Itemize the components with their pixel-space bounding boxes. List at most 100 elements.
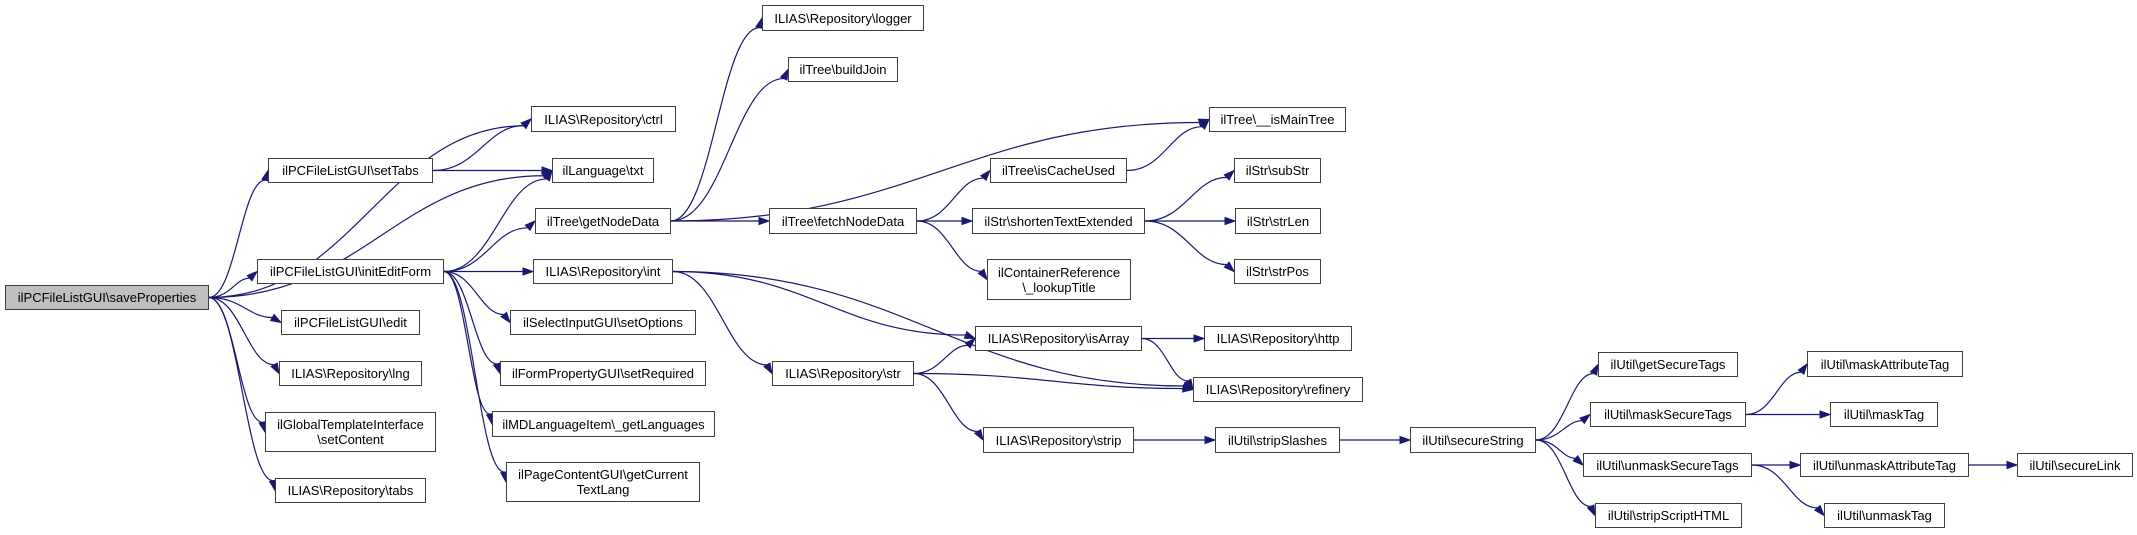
arrowhead-icon [1198, 118, 1211, 130]
edge-initEditForm-to-getNodeData [443, 227, 528, 273]
node-ctrl[interactable]: ILIAS\Repository\ctrl [531, 106, 676, 132]
edge-saveProperties-to-setTabs [208, 179, 266, 299]
node-str[interactable]: ILIAS\Repository\str [772, 361, 914, 386]
arrowhead-icon [973, 428, 984, 442]
node-set-tabs[interactable]: ilPCFileListGUI\setTabs [268, 158, 433, 183]
arrowhead-icon [1223, 169, 1236, 181]
arrowhead-icon [270, 362, 280, 375]
edge-unmaskSecureTags-to-unmaskTag [1751, 464, 1818, 509]
node-mask-tag[interactable]: ilUtil\maskTag [1830, 402, 1938, 427]
arrowhead-icon [977, 268, 988, 281]
edge-isArray-to-refinery [1141, 337, 1188, 382]
arrowhead-icon [758, 216, 771, 226]
node-http[interactable]: ILIAS\Repository\http [1204, 326, 1352, 351]
arrowhead-icon [520, 118, 533, 130]
node-is-array[interactable]: ILIAS\Repository\isArray [975, 326, 1142, 351]
node-shorten-text-extended[interactable]: ilStr\shortenTextExtended [972, 208, 1145, 234]
edge-isCacheUsed-to-isMainTree [1126, 126, 1203, 172]
node-strip-slashes[interactable]: ilUtil\stripSlashes [1215, 427, 1340, 453]
edge-maskSecureTags-to-maskAttributeTag [1745, 371, 1802, 416]
edge-int-to-refinery [672, 270, 1184, 387]
arrowhead-icon [763, 362, 773, 375]
node-unmask-attribute-tag[interactable]: ilUtil\unmaskAttributeTag [1800, 453, 1969, 477]
arrowhead-icon [963, 330, 977, 340]
arrowhead-icon [1789, 460, 1802, 470]
node-get-current-text-lang[interactable]: ilPageContentGUI\getCurrent TextLang [506, 462, 700, 502]
node-set-content[interactable]: ilGlobalTemplateInterface \setContent [265, 412, 436, 452]
edge-saveProperties-to-edit [208, 296, 273, 319]
arrowhead-icon [1399, 435, 1412, 445]
arrowhead-icon [1183, 378, 1194, 391]
edge-initEditForm-to-setOptions [443, 270, 504, 316]
arrowhead-icon [522, 267, 535, 276]
edge-shortenTextExtended-to-strPos [1144, 220, 1227, 266]
arrowhead-icon [1813, 504, 1825, 517]
node-secure-string[interactable]: ilUtil\secureString [1410, 427, 1536, 453]
edge-getNodeData-to-logger [670, 27, 760, 222]
node-sub-str[interactable]: ilStr\subStr [1234, 158, 1321, 183]
node-set-options[interactable]: ilSelectInputGUI\setOptions [510, 310, 696, 335]
node-mask-secure-tags[interactable]: ilUtil\maskSecureTags [1590, 402, 1746, 427]
edge-fetchNodeData-to-lookupTitle [916, 220, 982, 272]
arrowhead-icon [269, 313, 283, 324]
arrowhead-icon [779, 68, 789, 81]
node-refinery[interactable]: ILIAS\Repository\refinery [1193, 377, 1363, 402]
edge-saveProperties-to-lng [208, 296, 275, 366]
edge-getNodeData-to-isMainTree [670, 121, 1200, 222]
edge-initEditForm-to-txt [443, 178, 547, 273]
node-unmask-tag[interactable]: ilUtil\unmaskTag [1824, 503, 1945, 528]
edge-getNodeData-to-buildJoin [670, 77, 784, 222]
arrowhead-icon [246, 270, 259, 282]
node-unmask-secure-tags[interactable]: ilUtil\unmaskSecureTags [1583, 453, 1752, 477]
node-tabs[interactable]: ILIAS\Repository\tabs [275, 478, 426, 503]
node-mask-attribute-tag[interactable]: ilUtil\maskAttributeTag [1807, 351, 1963, 377]
arrowhead-icon [1193, 334, 1206, 343]
arrowhead-icon [964, 337, 977, 349]
arrowhead-icon [1224, 216, 1237, 226]
edge-initEditForm-to-getLanguages [443, 270, 491, 415]
node-lookup-title[interactable]: ilContainerReference \_lookupTitle [987, 259, 1131, 300]
node-str-len[interactable]: ilStr\strLen [1235, 208, 1321, 234]
arrowhead-icon [1579, 413, 1592, 425]
node-edit[interactable]: ilPCFileListGUI\edit [281, 310, 420, 335]
edge-secureString-to-getSecureTags [1535, 372, 1594, 441]
edge-str-to-isArray [913, 344, 968, 375]
arrowhead-icon [1819, 410, 1832, 419]
node-logger[interactable]: ILIAS\Repository\logger [762, 5, 924, 31]
node-fetch-node-data[interactable]: ilTree\fetchNodeData [769, 208, 917, 234]
edge-saveProperties-to-txt [208, 175, 544, 299]
node-is-main-tree[interactable]: ilTree\__isMainTree [1209, 107, 1346, 132]
arrowhead-icon [1586, 504, 1596, 517]
edge-shortenTextExtended-to-subStr [1144, 176, 1227, 222]
node-get-languages[interactable]: ilMDLanguageItem\_getLanguages [492, 411, 715, 437]
node-txt[interactable]: ilLanguage\txt [552, 158, 654, 183]
arrowhead-icon [1182, 384, 1195, 393]
node-get-secure-tags[interactable]: ilUtil\getSecureTags [1598, 352, 1738, 377]
edge-initEditForm-to-setRequired [443, 270, 498, 365]
node-is-cache-used[interactable]: ilTree\isCacheUsed [990, 158, 1127, 183]
arrowhead-icon [1204, 435, 1217, 445]
node-get-node-data[interactable]: ilTree\getNodeData [535, 208, 671, 234]
node-secure-link[interactable]: ilUtil\secureLink [2017, 453, 2133, 477]
arrowhead-icon [1223, 261, 1236, 273]
edge-secureString-to-stripScriptHTML [1535, 439, 1591, 508]
node-set-required[interactable]: ilFormPropertyGUI\setRequired [500, 361, 706, 386]
edge-str-to-refinery [913, 372, 1184, 390]
edge-saveProperties-to-ctrl [208, 125, 524, 299]
node-strip[interactable]: ILIAS\Repository\strip [983, 427, 1134, 453]
arrowhead-icon [542, 169, 553, 182]
node-int[interactable]: ILIAS\Repository\int [533, 259, 673, 284]
node-init-edit-form[interactable]: ilPCFileListGUI\initEditForm [257, 259, 444, 284]
node-str-pos[interactable]: ilStr\strPos [1234, 259, 1321, 284]
node-lng[interactable]: ILIAS\Repository\lng [279, 361, 422, 386]
arrowhead-icon [1572, 454, 1585, 467]
edge-setTabs-to-ctrl [432, 124, 524, 172]
node-strip-script-html[interactable]: ilUtil\stripScriptHTML [1595, 503, 1742, 528]
edge-str-to-strip [913, 372, 978, 433]
arrowhead-icon [500, 311, 511, 324]
node-build-join[interactable]: ilTree\buildJoin [788, 57, 898, 82]
arrowhead-icon [979, 169, 991, 182]
arrowhead-icon [961, 216, 974, 226]
